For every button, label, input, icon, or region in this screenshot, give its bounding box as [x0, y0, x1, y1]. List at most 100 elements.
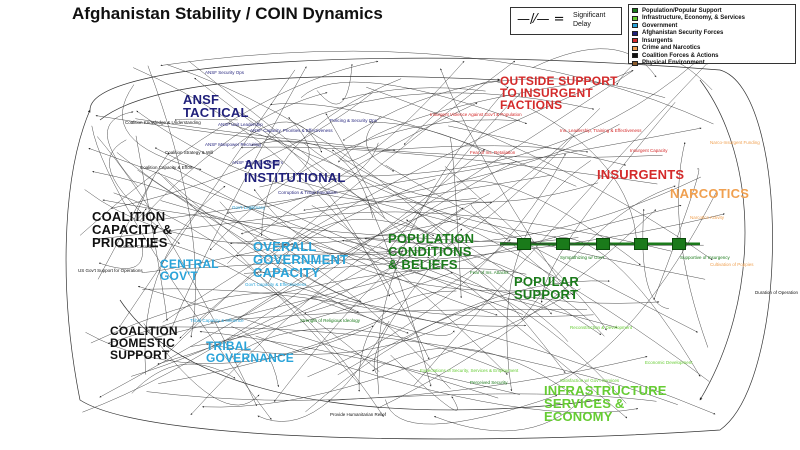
causal-arrow: [137, 285, 499, 399]
sector-label-line: INSURGENTS: [597, 167, 685, 182]
causal-arrow: [342, 78, 666, 141]
legend-item: Coalition Forces & Actions: [632, 52, 792, 59]
causal-arrow: [227, 102, 478, 264]
sector-label-line: COALITION: [92, 209, 166, 224]
delay-legend: —/⁄— = Significant Delay: [510, 7, 622, 35]
legend-swatch: [632, 60, 638, 66]
legend-item: Physical Environment: [632, 60, 792, 67]
diagram-node: ANSF Capacity, Priorities & Effectivenes…: [250, 128, 333, 133]
diagram-node: Cultivation of Poppies: [710, 262, 754, 267]
causal-arrow: [119, 299, 601, 411]
diagram-node: Supportive of Insurgency: [680, 255, 730, 260]
causal-arrow: [449, 137, 463, 299]
causal-arrow: [99, 76, 501, 121]
causal-arrow: [305, 280, 610, 413]
causal-arrow: [157, 171, 360, 385]
causal-arrow: [92, 170, 451, 390]
causal-arrow: [97, 152, 170, 280]
causal-arrow: [386, 94, 521, 253]
causal-arrow: [390, 354, 458, 411]
sector-label-line: SERVICES &: [544, 396, 625, 411]
causal-arrow: [98, 174, 552, 240]
causal-arrow: [268, 218, 435, 284]
causal-arrow: [678, 142, 709, 348]
causal-arrow: [240, 146, 658, 185]
causal-arrow: [98, 238, 143, 269]
diagram-node: ANSF Security Ops: [205, 70, 245, 75]
causal-arrow: [143, 323, 260, 406]
causal-arrow: [255, 335, 639, 413]
causal-arrow: [304, 135, 575, 314]
delay-symbol-icon: —/⁄— =: [517, 12, 565, 27]
causal-arrow: [243, 213, 725, 274]
causal-arrow: [188, 60, 628, 419]
causal-arrow: [232, 121, 323, 153]
diagram-node: Sympathizing w/ Gov't: [560, 255, 605, 260]
legend-label: Government: [642, 22, 678, 29]
causal-arrow: [175, 256, 430, 270]
causal-arrow: [142, 288, 716, 415]
sector-label-line: TO INSURGENT: [500, 86, 593, 100]
legend-label: Physical Environment: [642, 60, 705, 66]
causal-arrow: [107, 268, 527, 344]
causal-arrow: [411, 208, 602, 335]
causal-arrow: [307, 153, 566, 378]
diagram-node: Insurgent Capacity: [630, 148, 668, 153]
causal-arrow: [133, 67, 430, 360]
diagram-node: Corruption & Tribal Favoritism: [278, 190, 338, 195]
causal-arrow: [228, 122, 710, 382]
causal-arrow: [332, 149, 599, 203]
diagram-node: ANSF Unit Leadership: [218, 122, 263, 127]
causal-arrow: [310, 296, 455, 336]
diagram-node: Coalition Strategy & Will: [165, 150, 214, 155]
causal-arrow: [382, 145, 589, 153]
causal-arrow: [107, 111, 139, 188]
sector-label-line: CENTRAL: [160, 257, 219, 271]
legend-item: Afghanistan Security Forces: [632, 30, 792, 37]
causal-arrow: [532, 48, 657, 78]
causal-arrow: [229, 328, 510, 374]
causal-arrow: [242, 113, 391, 297]
sector-label-line: TACTICAL: [183, 105, 249, 120]
causal-arrow: [85, 325, 374, 364]
causal-arrow: [109, 139, 180, 244]
causal-arrow: [141, 243, 294, 273]
sector-label-line: GOVERNANCE: [206, 351, 295, 365]
causal-arrow: [296, 180, 706, 280]
legend-label: Insurgents: [642, 37, 673, 44]
popular-support-stock: [596, 238, 610, 250]
causal-arrow: [235, 201, 493, 321]
causal-arrow: [113, 192, 384, 417]
sector-label-line: SUPPORT: [110, 348, 170, 362]
causal-arrow: [448, 125, 627, 166]
causal-arrow: [137, 169, 362, 303]
causal-arrow: [147, 65, 196, 338]
legend-label: Infrastructure, Economy, & Services: [642, 15, 745, 21]
causal-arrow: [149, 238, 380, 372]
delay-label: Significant Delay: [573, 12, 606, 28]
causal-arrow: [160, 50, 714, 125]
causal-arrow: [170, 166, 498, 316]
legend-label: Coalition Forces & Actions: [642, 52, 719, 59]
causal-arrow: [338, 60, 465, 162]
causal-arrow: [135, 118, 396, 151]
legend-label: Afghanistan Security Forces: [642, 30, 724, 36]
diagram-node: Ins. Leadership, Training & Effectivenes…: [560, 128, 642, 133]
causal-arrow: [194, 77, 445, 236]
diagram-node: Gov't Legitimacy: [232, 205, 266, 210]
legend-item: Population/Popular Support: [632, 7, 792, 14]
causal-arrow: [540, 102, 676, 303]
diagram-node: Duration of Operation: [755, 290, 799, 295]
legend-item: Crime and Narcotics: [632, 45, 792, 52]
diagram-node: Provide Humanitarian Relief: [330, 412, 387, 417]
causal-arrow: [377, 209, 657, 409]
popular-support-stock: [672, 238, 686, 250]
color-legend: Population/Popular Support Infrastructur…: [628, 4, 796, 67]
sector-label-line: ANSF: [244, 157, 281, 172]
